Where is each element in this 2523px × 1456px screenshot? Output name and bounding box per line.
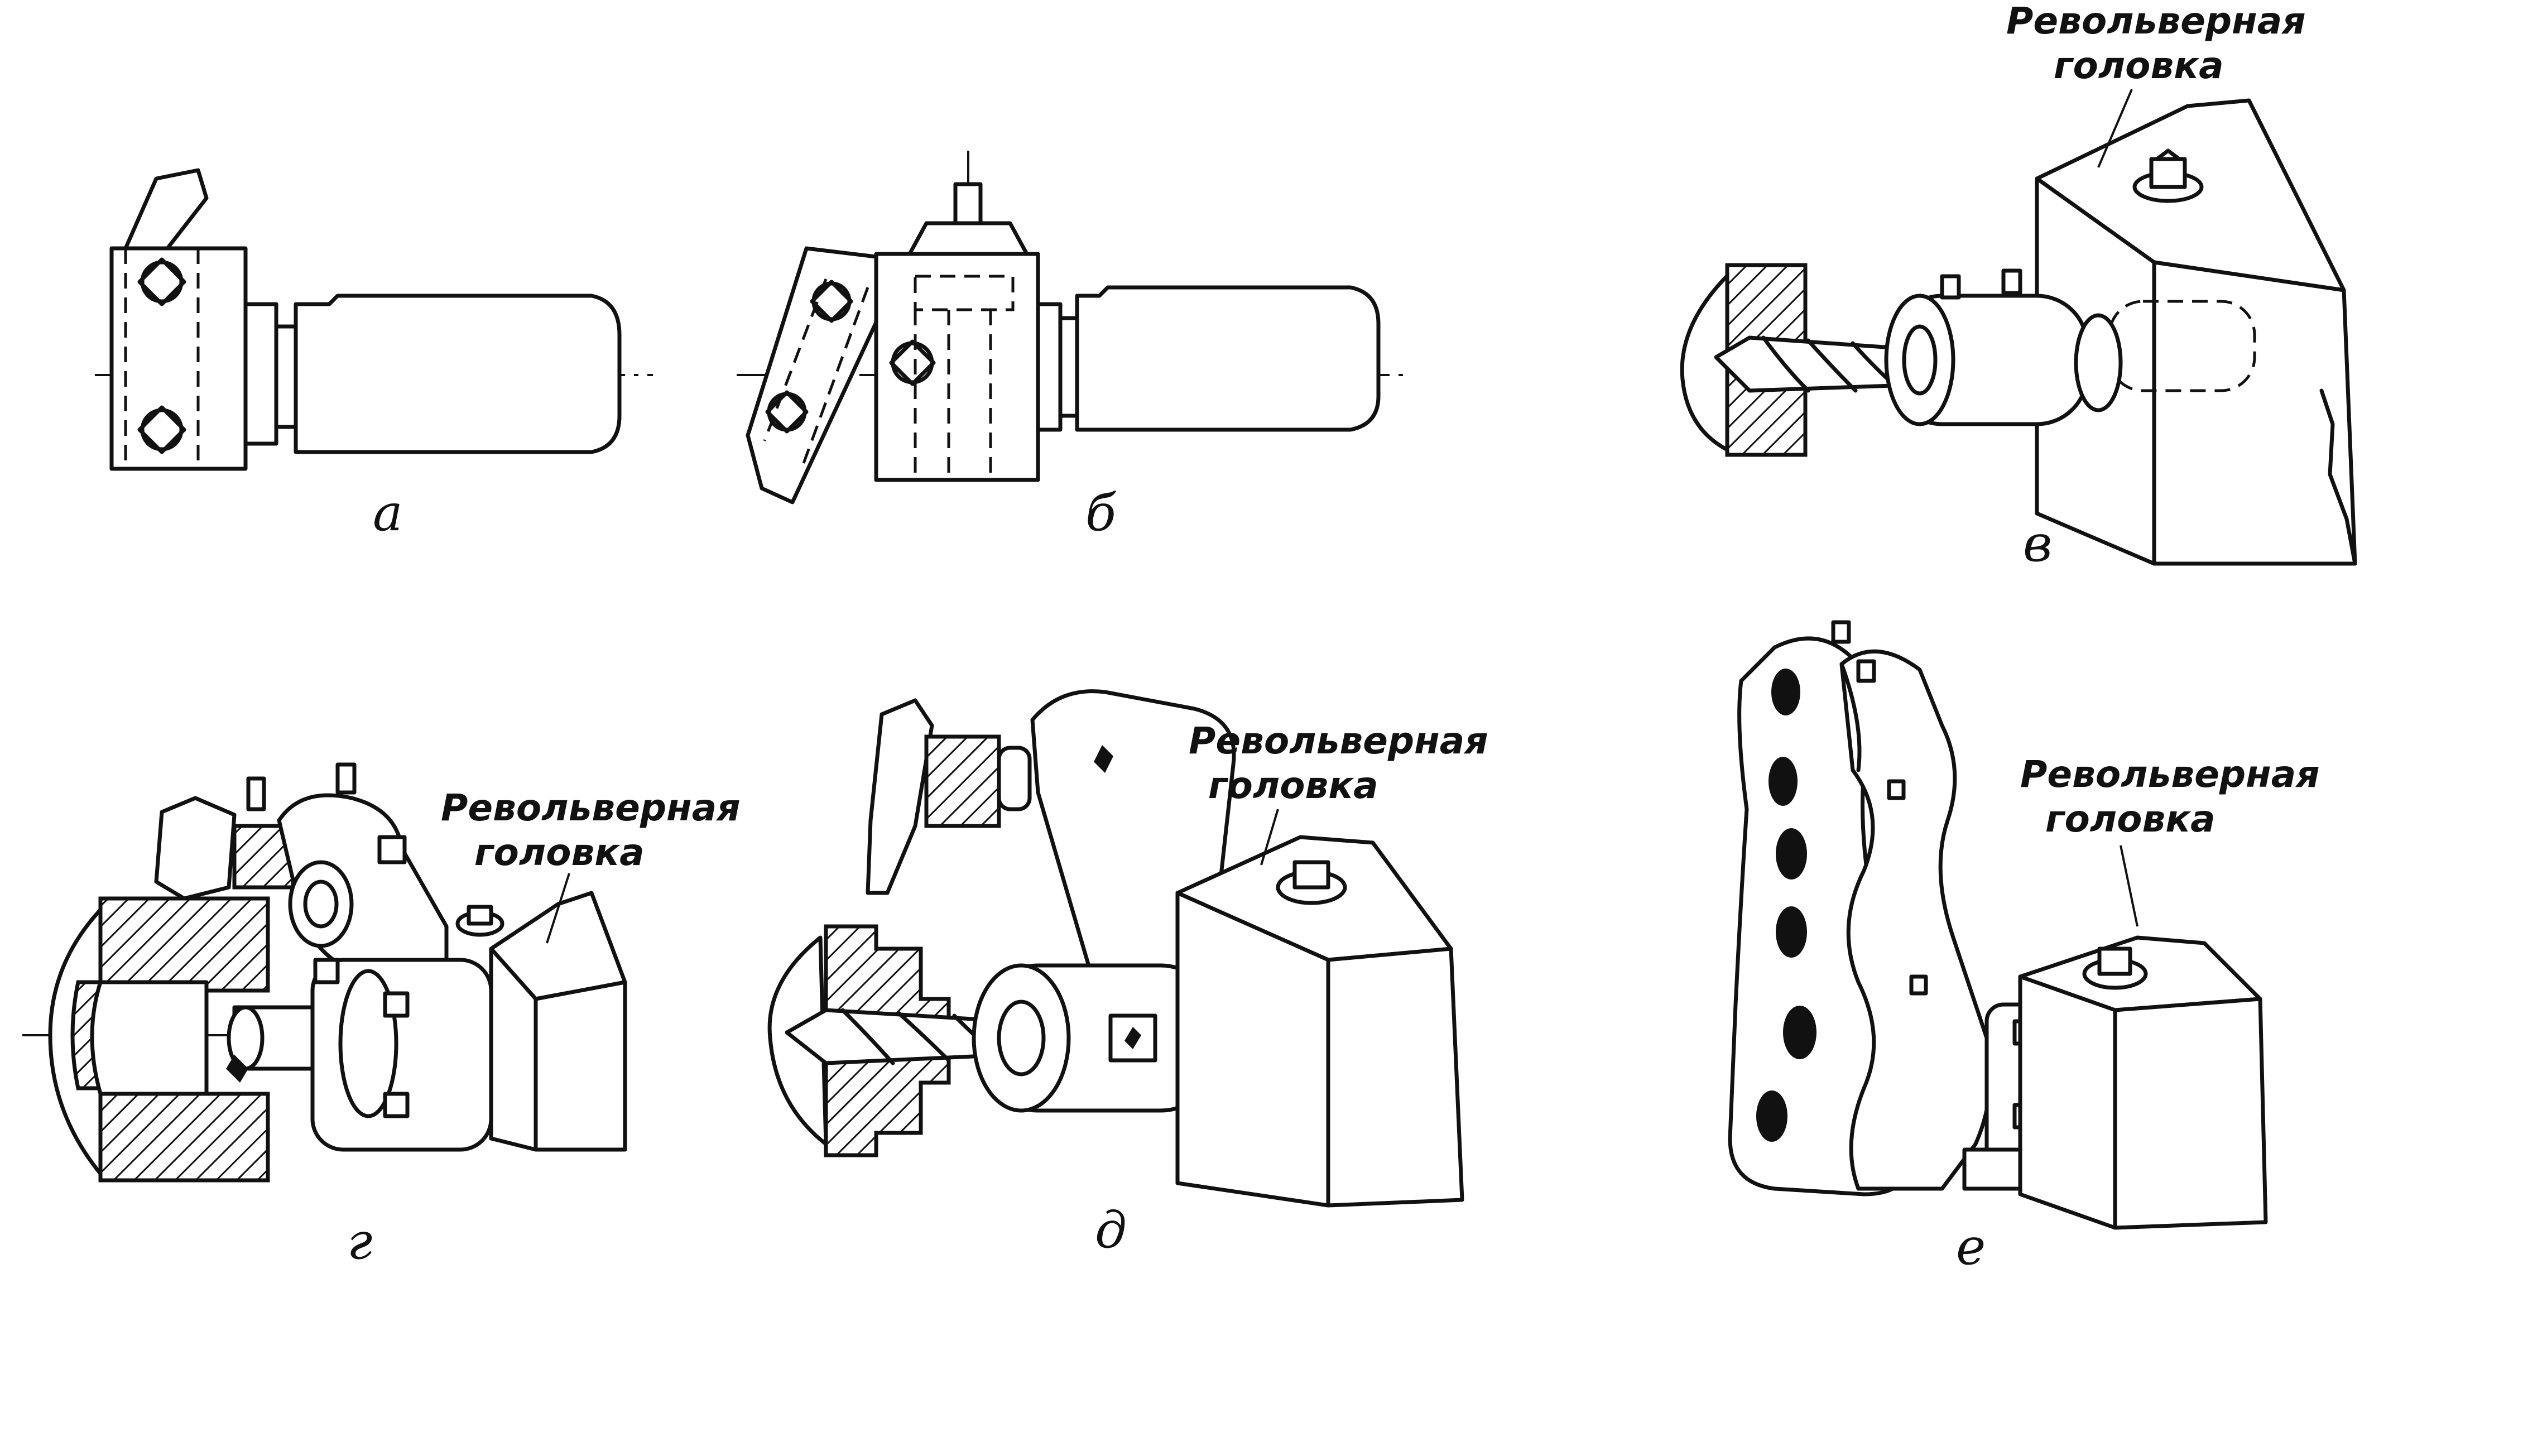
figure-a-holder bbox=[95, 168, 653, 471]
figure-g-upper-cutter bbox=[154, 776, 295, 901]
figure-b-holder bbox=[737, 151, 1406, 504]
figure-g-label-line2: головка bbox=[474, 831, 645, 874]
figure-e-leader bbox=[2120, 845, 2138, 927]
figure-d-cutter bbox=[866, 698, 1032, 895]
figure-v-clamp-bolt bbox=[2132, 148, 2204, 203]
figure-e-assembly bbox=[1728, 620, 2268, 1230]
figure-a-screw-bottom bbox=[137, 405, 186, 454]
figure-b-top-screw bbox=[953, 182, 983, 225]
figure-v-drill bbox=[1714, 335, 1911, 393]
figure-b-body-screw bbox=[889, 339, 936, 386]
figure-e-label-line1: Револьверная bbox=[2020, 753, 2320, 796]
figure-b-caption: б bbox=[1085, 484, 1117, 542]
figure-v-leader bbox=[2097, 89, 2133, 168]
figure-g-caption: г bbox=[347, 1212, 372, 1271]
figure-a-caption: а bbox=[373, 484, 403, 542]
figure-v-label-line1: Револьверная bbox=[2006, 0, 2306, 42]
figure-b-cutter-screw-bottom bbox=[765, 390, 809, 434]
figure-b-cutter-screw-top bbox=[810, 280, 853, 323]
figure-g-clamp-block bbox=[310, 958, 493, 1152]
figure-a-cutter bbox=[123, 168, 209, 251]
figure-e-caption: е bbox=[1956, 1218, 1986, 1276]
figure-d-label-line2: головка bbox=[1208, 764, 1378, 807]
figure-g-label-line1: Револьверная bbox=[441, 786, 741, 829]
figure-d-leader bbox=[1260, 809, 1279, 866]
figure-a-shank bbox=[294, 294, 622, 454]
figure-v-chuck bbox=[1884, 268, 2123, 426]
figure-a-screw-top bbox=[137, 257, 186, 306]
figure-e-turret-head bbox=[2018, 935, 2268, 1230]
figure-e-label-line2: головка bbox=[2045, 797, 2216, 840]
figure-g-turret-head bbox=[455, 891, 627, 1152]
figure-v-turret-head bbox=[2035, 98, 2357, 566]
figure-d-assembly bbox=[767, 689, 1464, 1208]
figure-g-upper-arm bbox=[277, 762, 449, 973]
figure-g-assembly bbox=[22, 762, 627, 1183]
figure-v-caption: в bbox=[2023, 515, 2052, 573]
figure-d-caption: д bbox=[1095, 1201, 1127, 1260]
figure-g-workpiece bbox=[48, 896, 270, 1183]
figure-v-assembly bbox=[1680, 98, 2357, 566]
figure-b-shank bbox=[1075, 285, 1381, 432]
figure-e-front-plate bbox=[1839, 649, 1993, 1191]
figure-d-turret-head bbox=[1175, 835, 1464, 1208]
figure-v-label-line2: головка bbox=[2054, 44, 2224, 87]
figure-g-leader bbox=[546, 873, 570, 944]
figure-a-neck bbox=[243, 302, 278, 446]
figure-e-holes bbox=[1756, 669, 1816, 1142]
figure-b-body bbox=[874, 252, 1040, 482]
figure-d-label-line1: Револьверная bbox=[1189, 719, 1488, 762]
